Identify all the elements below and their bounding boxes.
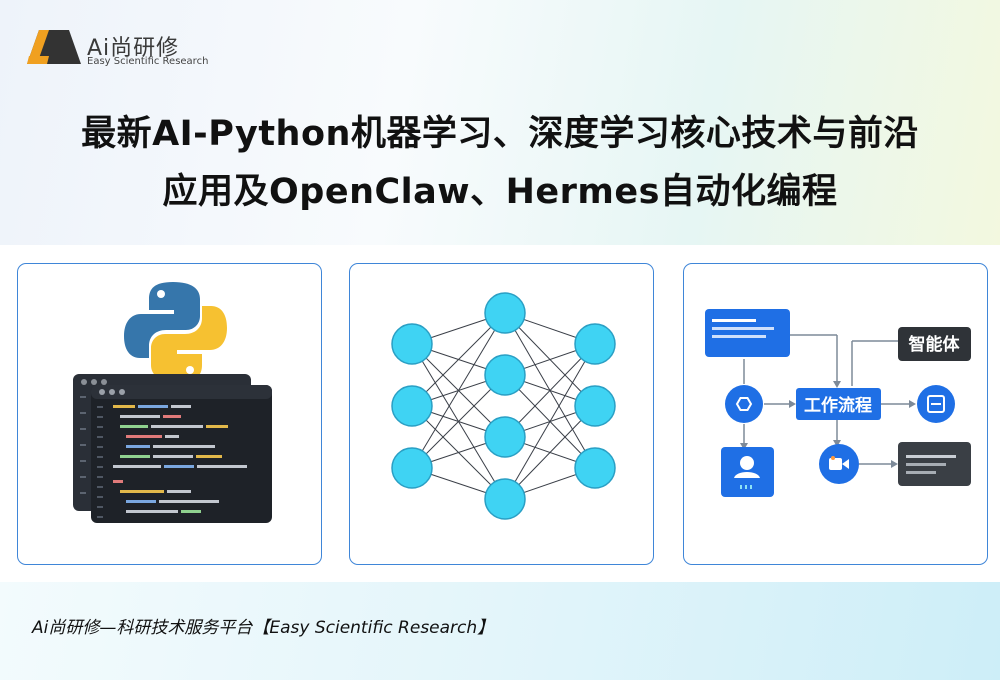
page-title: 最新AI-Python机器学习、深度学习核心技术与前沿 应用及OpenClaw、… — [0, 105, 1000, 221]
nn-node — [391, 385, 433, 427]
nn-node — [484, 354, 526, 396]
nn-node — [484, 416, 526, 458]
agent-label: 智能体 — [909, 334, 961, 355]
panel-node-icon — [917, 385, 955, 423]
nn-connection — [411, 312, 506, 469]
user-avatar-icon — [721, 447, 774, 497]
video-camera-icon — [819, 444, 859, 484]
neural-network-card — [349, 263, 654, 565]
logo-tagline: Easy Scientific Research — [87, 56, 209, 67]
nn-connection — [504, 405, 596, 500]
nn-connection — [504, 343, 596, 438]
title-line-1: 最新AI-Python机器学习、深度学习核心技术与前沿 — [81, 114, 919, 154]
arrow-head — [740, 443, 748, 450]
header-background — [0, 0, 1000, 245]
workflow-box: 工作流程 — [796, 388, 881, 420]
nn-node — [574, 447, 616, 489]
arrow-head — [789, 400, 796, 408]
output-panel — [898, 442, 971, 486]
workflow-label: 工作流程 — [804, 395, 872, 416]
agent-box: 智能体 — [898, 327, 971, 361]
workflow-card: 智能体 工作流程 — [683, 263, 988, 565]
hexagon-node-icon — [725, 385, 763, 423]
nn-connection — [411, 374, 506, 469]
text-panel — [705, 309, 790, 357]
nn-connection — [411, 312, 506, 407]
nn-node — [574, 385, 616, 427]
nn-node — [391, 323, 433, 365]
nn-node — [484, 478, 526, 520]
title-line-2: 应用及OpenClaw、Hermes自动化编程 — [162, 172, 838, 212]
arrow-head — [833, 440, 841, 447]
logo-name: Ai尚研修 — [87, 36, 180, 61]
code-editor-front — [91, 385, 272, 523]
nn-connection — [504, 343, 596, 500]
arrow-head — [891, 460, 898, 468]
nn-node — [484, 292, 526, 334]
brand-logo: Ai尚研修 Easy Scientific Research — [25, 26, 208, 70]
nn-node — [574, 323, 616, 365]
footer-background — [0, 582, 1000, 680]
python-card — [17, 263, 322, 565]
logo-mountain-icon — [27, 30, 81, 64]
nn-node — [391, 447, 433, 489]
footer-caption: Ai尚研修—科研技术服务平台【Easy Scientific Research】 — [32, 618, 495, 638]
python-logo-icon — [124, 282, 227, 382]
arrow-head — [909, 400, 916, 408]
arrow-head — [833, 381, 841, 388]
neural-network-diagram — [391, 292, 616, 520]
